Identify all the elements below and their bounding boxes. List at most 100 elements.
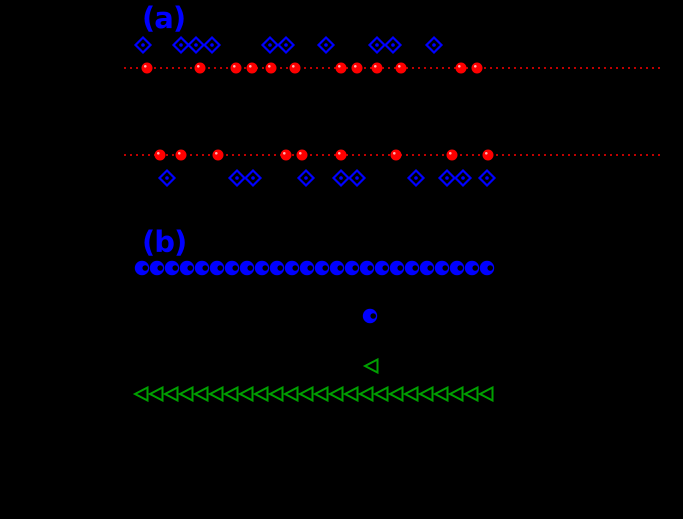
panel-b-triangle-row-triangle-icon — [447, 385, 464, 403]
panel-a-lower-diamonds-diamond-icon — [406, 168, 426, 188]
panel-b-circle-row-notch-icon — [247, 265, 253, 271]
panel-a-upper-circles-highlight-icon — [338, 65, 341, 68]
panel-a-upper-diamonds-dot-icon — [324, 43, 328, 47]
panel-b-circle-row-circle-icon — [209, 260, 225, 276]
panel-b-triangle-row-triangle-icon — [417, 385, 434, 403]
panel-b-circle-row-circle-icon — [269, 260, 285, 276]
panel-a-upper-diamonds-dot-icon — [210, 43, 214, 47]
panel-a-upper-circles-circle-icon — [194, 62, 206, 74]
panel-b-circle-row-notch-icon — [397, 265, 404, 271]
panel-a-upper-circles-circle-icon — [246, 62, 258, 74]
panel-a-upper-diamonds-diamond-icon — [171, 35, 191, 55]
panel-a-upper-diamonds-diamond-icon — [424, 35, 444, 55]
panel-b-circle-row-notch-icon — [232, 265, 238, 271]
panel-a-upper-diamonds-dot-icon — [432, 43, 436, 47]
panel-a-upper-diamonds-dot-icon — [268, 43, 272, 47]
panel-a-upper-circles-highlight-icon — [292, 65, 295, 68]
panel-b-single-circle-notch-icon — [370, 313, 377, 319]
panel-b-circle-row-circle-icon — [299, 260, 315, 276]
panel-a-upper-circles-highlight-icon — [144, 65, 147, 68]
panel-b-circle-row-circle-icon — [254, 260, 270, 276]
panel-a-lower-diamonds-diamond-icon — [437, 168, 457, 188]
panel-a-lower-circles-circle-icon — [296, 149, 308, 161]
panel-b-triangle-row-triangle-icon — [342, 385, 359, 403]
panel-b-triangle-row-triangle-icon — [477, 385, 494, 403]
panel-a-lower-circles-highlight-icon — [338, 152, 341, 155]
panel-a-lower-circles-highlight-icon — [157, 152, 160, 155]
panel-b-triangle-row-triangle-icon — [297, 385, 314, 403]
panel-b-triangle-row-triangle-icon — [237, 385, 254, 403]
panel-b-circle-row-circle-icon — [224, 260, 240, 276]
panel-b-circle-row-notch-icon — [427, 265, 434, 271]
panel-b-single-circle-circle-icon — [362, 308, 378, 324]
panel-b-circle-row-circle-icon — [329, 260, 345, 276]
panel-a-upper-diamonds-diamond-icon — [202, 35, 222, 55]
panel-b-circle-row-circle-icon — [194, 260, 210, 276]
panel-b-circle-row-notch-icon — [367, 265, 374, 271]
panel-a-lower-diamonds-dot-icon — [165, 176, 169, 180]
panel-a-lower-diamonds-diamond-icon — [347, 168, 367, 188]
panel-a-upper-diamonds-dot-icon — [141, 43, 145, 47]
panel-a-lower-circles-highlight-icon — [178, 152, 181, 155]
panel-a-upper-circles-highlight-icon — [249, 65, 252, 68]
panel-b-circle-row-notch-icon — [262, 265, 269, 271]
panel-b-triangle-row-triangle-icon — [207, 385, 224, 403]
panel-a-upper-circles-highlight-icon — [398, 65, 401, 68]
panel-b-circle-row-notch-icon — [172, 265, 178, 271]
panel-b-triangle-row-triangle-icon — [462, 385, 479, 403]
panel-b-triangle-row-triangle-icon — [357, 385, 374, 403]
panel-a-lower-diamonds-diamond-icon — [157, 168, 177, 188]
panel-b-triangle-row-triangle-icon — [177, 385, 194, 403]
panel-b-circle-row-circle-icon — [404, 260, 420, 276]
panel-a-lower-diamonds-diamond-icon — [227, 168, 247, 188]
panel-a-upper-circles-highlight-icon — [354, 65, 357, 68]
panel-b-circle-row-circle-icon — [239, 260, 255, 276]
panel-b-circle-row-circle-icon — [359, 260, 375, 276]
panel-a-lower-circles-circle-icon — [390, 149, 402, 161]
panel-b-circle-row-circle-icon — [419, 260, 435, 276]
panel-a-lower-diamonds-diamond-icon — [453, 168, 473, 188]
panel-b-circle-row-notch-icon — [187, 265, 193, 271]
panel-b-circle-row-circle-icon — [449, 260, 465, 276]
panel-a-lower-circles-circle-icon — [446, 149, 458, 161]
panel-a-label: (a) — [142, 1, 186, 35]
panel-a-upper-circles-highlight-icon — [474, 65, 477, 68]
panel-a-upper-circles-circle-icon — [471, 62, 483, 74]
panel-a-lower-diamonds-dot-icon — [485, 176, 489, 180]
panel-b-circle-row-notch-icon — [472, 265, 479, 271]
panel-a-lower-circles-highlight-icon — [215, 152, 218, 155]
panel-a-upper-diamonds-diamond-icon — [367, 35, 387, 55]
panel-a-lower-diamonds-dot-icon — [339, 176, 343, 180]
panel-a-lower-diamonds-diamond-icon — [331, 168, 351, 188]
panel-b-circle-row-circle-icon — [179, 260, 195, 276]
panel-b-circle-row-notch-icon — [337, 265, 344, 271]
panel-a-upper-diamonds-dot-icon — [375, 43, 379, 47]
panel-a-lower-circles-highlight-icon — [449, 152, 452, 155]
panel-b-circle-row-notch-icon — [382, 265, 389, 271]
panel-b-triangle-row-triangle-icon — [372, 385, 389, 403]
panel-a-lower-diamonds-dot-icon — [355, 176, 359, 180]
panel-a-lower-circles-circle-icon — [175, 149, 187, 161]
panel-b-circle-row-circle-icon — [464, 260, 480, 276]
panel-a-lower-circles-circle-icon — [154, 149, 166, 161]
panel-b-circle-row-circle-icon — [344, 260, 360, 276]
panel-b-triangle-row-triangle-icon — [192, 385, 209, 403]
panel-a-lower-circles-circle-icon — [212, 149, 224, 161]
panel-b-triangle-row-triangle-icon — [387, 385, 404, 403]
panel-a-upper-circles-circle-icon — [455, 62, 467, 74]
panel-a-lower-circles-circle-icon — [280, 149, 292, 161]
panel-b-triangle-row-triangle-icon — [327, 385, 344, 403]
panel-a-upper-circles-circle-icon — [395, 62, 407, 74]
panel-a-lower-diamonds-dot-icon — [461, 176, 465, 180]
panel-b-triangle-row-triangle-icon — [162, 385, 179, 403]
panel-a-upper-diamonds-dot-icon — [391, 43, 395, 47]
panel-a-upper-diamonds-dot-icon — [284, 43, 288, 47]
panel-a-upper-diamonds-diamond-icon — [383, 35, 403, 55]
panel-a-upper-circles-circle-icon — [230, 62, 242, 74]
panel-b-circle-row-notch-icon — [457, 265, 464, 271]
panel-b-circle-row-notch-icon — [442, 265, 449, 271]
panel-a-upper-circles-circle-icon — [141, 62, 153, 74]
panel-b-circle-row-circle-icon — [164, 260, 180, 276]
